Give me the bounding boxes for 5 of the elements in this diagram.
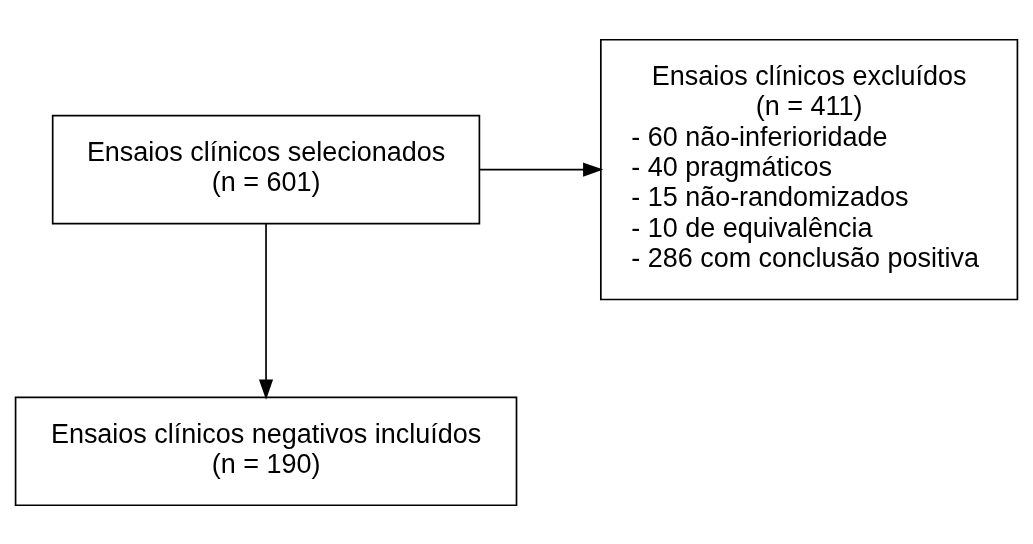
node-box: Ensaios clínicos selecionados (n = 601): [51, 114, 481, 224]
arrow: [479, 162, 604, 177]
node-box: Ensaios clínicos negativos incluídos (n = 190): [14, 395, 518, 506]
node-box: Ensaios clínicos excluídos (n = 411) - 60 não-inferioridade - 40 pragmáticos - 15 não-randomizados - 10 de equivalência - 286 com conclusão positiva: [600, 38, 1019, 300]
arrow: [258, 222, 274, 400]
